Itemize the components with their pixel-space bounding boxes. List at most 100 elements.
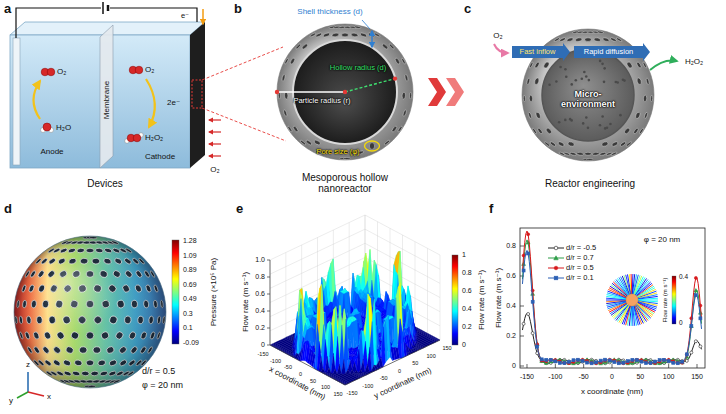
reactor-sphere: [583, 71, 586, 74]
reactor-sphere: [635, 112, 641, 120]
flow-profile-plot: [520, 228, 705, 368]
molecule-icon: [47, 68, 55, 76]
hollow-nanosphere: [277, 24, 413, 160]
molecule-icon: [135, 66, 143, 74]
reactor-sphere: [523, 95, 525, 102]
flow-surface-plot: [270, 260, 271, 345]
reactor-sphere: [532, 128, 537, 135]
reactor-sphere: [526, 78, 530, 85]
reactor-sphere: [537, 127, 543, 134]
reactor-sphere: [601, 141, 609, 147]
hollow-nanosphere: [402, 92, 406, 99]
reactor-sphere: [548, 83, 551, 86]
hollow-nanosphere: [351, 33, 358, 38]
flow-profile-plot: [612, 364, 613, 368]
reaction-arrow: [146, 79, 155, 127]
flow-surface-plot: [267, 277, 270, 278]
flow-profile-plot: [583, 364, 584, 368]
reactor-sphere: [542, 49, 634, 141]
hollow-nanosphere: [295, 43, 301, 49]
reactor-sphere: [528, 112, 532, 119]
pressure-sphere: [14, 236, 166, 388]
hollow-nanosphere: [287, 126, 292, 133]
flow-arrow: [574, 43, 650, 61]
hollow-nanosphere: [389, 43, 395, 49]
hollow-nanosphere: [354, 26, 361, 29]
hollow-nanosphere: [275, 90, 279, 94]
flow-surface-plot: [267, 260, 270, 261]
flow-surface-plot: [374, 265, 378, 304]
reactor-sphere: [611, 152, 618, 156]
hollow-nanosphere: [384, 140, 391, 146]
hollow-nanosphere: [368, 32, 375, 37]
hollow-nanosphere: [394, 57, 400, 64]
reactor-sphere: [601, 115, 604, 118]
reactor-sphere: [616, 37, 623, 42]
reactor-sphere: [599, 152, 606, 156]
reactor-sphere: [597, 31, 604, 34]
hollow-nanosphere: [345, 79, 395, 92]
flow-surface-plot: [361, 267, 365, 291]
electrolyzer-device: [102, 2, 104, 14]
zoom-indicator: [192, 47, 286, 141]
hollow-nanosphere: [301, 43, 308, 50]
hollow-nanosphere: [282, 74, 286, 81]
axis-triad: [17, 392, 28, 398]
electrolyzer-device: [190, 22, 205, 168]
hollow-nanosphere: [371, 31, 372, 47]
reactor-sphere: [555, 80, 558, 83]
flow-surface-plot: [270, 229, 440, 274]
oxygen-inflow-arrow: [209, 155, 221, 156]
reactor-sphere: [616, 81, 619, 84]
reactor-sphere: [534, 78, 540, 85]
reactor-sphere: [529, 62, 534, 69]
reactor-sphere: [558, 121, 561, 124]
reactor-sphere: [535, 112, 541, 120]
hollow-nanosphere: [365, 141, 380, 151]
flow-surface-plot: [267, 294, 270, 295]
reactor-sphere: [592, 152, 599, 156]
reactor-sphere: [609, 123, 612, 126]
flow-profile-plot: [555, 364, 556, 368]
molecule-icon: [133, 134, 141, 142]
reactor-sphere: [554, 37, 561, 42]
reactor-sphere: [563, 152, 570, 156]
reactor-sphere: [581, 77, 584, 80]
oxygen-inflow-arrow: [209, 120, 221, 156]
electrolyzer-device: [110, 8, 197, 22]
zoom-indicator: [192, 80, 202, 108]
reaction-arrow: [34, 81, 41, 119]
hollow-nanosphere: [284, 92, 288, 99]
hollow-nanosphere: [300, 140, 307, 146]
hollow-nanosphere: [342, 33, 349, 37]
color-bar: [452, 255, 458, 345]
reactor-sphere: [564, 68, 567, 71]
reactor-sphere: [599, 124, 602, 127]
reactor-sphere: [557, 141, 564, 147]
pressure-sphere: [14, 236, 166, 388]
reactor-sphere: [570, 83, 573, 86]
reactor-sphere: [570, 152, 577, 156]
reactor-sphere: [585, 75, 588, 78]
hollow-nanosphere: [315, 32, 322, 37]
reactor-sphere: [642, 62, 647, 69]
hollow-nanosphere: [275, 20, 413, 160]
hollow-nanosphere: [309, 32, 316, 37]
reactor-sphere: [603, 81, 606, 84]
reactor-sphere: [577, 152, 584, 156]
axis-triad: [27, 372, 29, 392]
flow-surface-plot: [270, 215, 440, 260]
flow-surface-plot: [267, 345, 270, 346]
hollow-nanosphere: [323, 32, 330, 37]
hollow-nanosphere: [401, 58, 406, 65]
flow-arrow: [494, 44, 508, 53]
hollow-nanosphere: [292, 125, 298, 132]
flow-surface-plot: [427, 248, 428, 333]
flow-surface-plot: [337, 364, 341, 375]
flow-surface-plot: [365, 364, 369, 373]
hollow-nanosphere: [284, 58, 289, 65]
reactor-sphere: [636, 78, 642, 85]
zoom-indicator: [202, 47, 283, 80]
reactor-sphere: [559, 66, 562, 69]
